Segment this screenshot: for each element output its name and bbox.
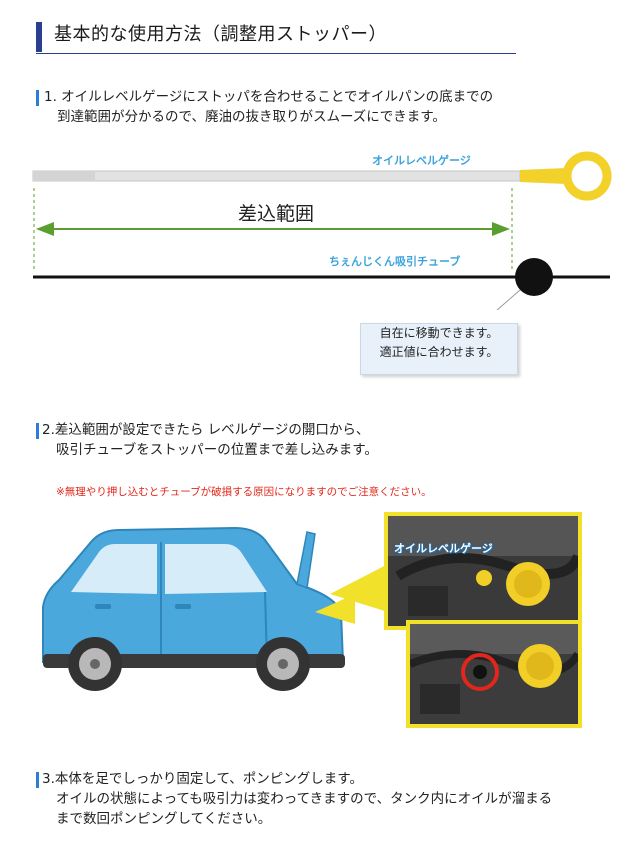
step1-text-line1: 1. オイルレベルゲージにストッパを合わせることでオイルパンの底までの <box>44 89 494 105</box>
gauge-handle-ring <box>562 151 612 201</box>
gauge-handle-neck <box>520 168 566 184</box>
step1-text-line2: 到達範囲が分かるので、廃油の抜き取りがスムーズにできます。 <box>57 109 446 125</box>
title-accent-bar <box>36 22 42 52</box>
step1-marker <box>36 90 39 106</box>
step3-marker <box>36 772 39 788</box>
car-rear-window <box>71 544 157 594</box>
callout-beam <box>315 594 355 624</box>
gauge-tip <box>33 171 95 181</box>
car-front-window <box>165 544 267 594</box>
engine-photo-top-art <box>388 516 578 626</box>
car-illustration <box>42 526 355 691</box>
stopper-diagram <box>32 151 612 310</box>
range-arrow-left-head <box>36 222 54 236</box>
note-line1: 自在に移動できます。 <box>379 326 499 340</box>
step2-text-line1: 2.差込範囲が設定できたら レベルゲージの開口から、 <box>42 422 370 438</box>
warning-note: ※無理やり押し込むとチューブが破損する原因になりますのでご注意ください。 <box>56 486 432 498</box>
stopper-note: 自在に移動できます。 適正値に合わせます。 <box>360 323 518 375</box>
step2-text-line2: 吸引チューブをストッパーの位置まで差し込みます。 <box>56 442 378 458</box>
photo-label: オイルレベルゲージ <box>394 542 493 555</box>
gauge-label: オイルレベルゲージ <box>372 154 471 167</box>
target-circle <box>461 653 499 691</box>
range-arrow-right-head <box>492 222 510 236</box>
note-line2: 適正値に合わせます。 <box>379 345 499 359</box>
title-underline <box>36 53 516 54</box>
engine-photo-top: オイルレベルゲージ <box>384 512 582 630</box>
range-label: 差込範囲 <box>238 203 315 225</box>
step3-text-line2: オイルの状態によっても吸引力は変わってきますので、タンク内にオイルが溜まる <box>56 791 553 807</box>
engine-photo-bottom-art <box>410 624 578 724</box>
step2-marker <box>36 423 39 439</box>
car-hood <box>296 531 316 590</box>
tube-label: ちぇんじくん吸引チューブ <box>329 255 461 268</box>
stopper-ball <box>515 258 553 296</box>
callout-line <box>496 289 521 310</box>
gauge-rod <box>32 170 521 182</box>
engine-photo-bottom <box>406 620 582 728</box>
callout-beam-extension <box>330 564 388 612</box>
step3-text-line3: まで数回ポンピングしてください。 <box>56 811 272 827</box>
step3-text-line1: 3.本体を足でしっかり固定して、ポンピングします。 <box>42 771 363 787</box>
page-title: 基本的な使用方法（調整用ストッパー） <box>54 24 387 45</box>
